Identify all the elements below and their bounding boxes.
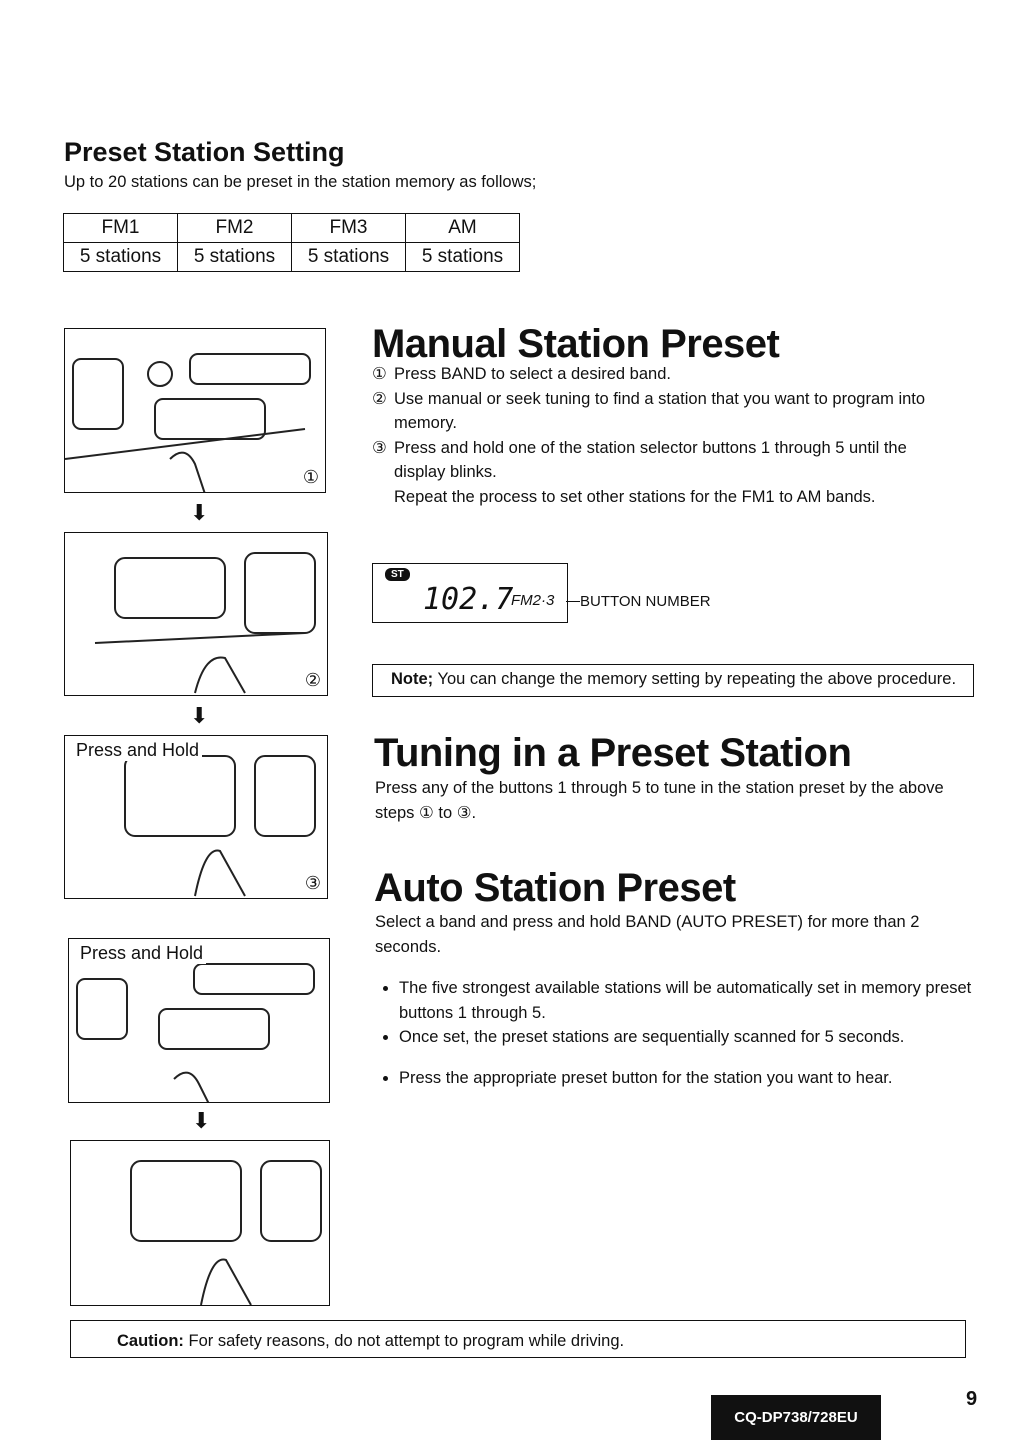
preset-setting-intro: Up to 20 stations can be preset in the s… <box>64 173 537 191</box>
down-arrow-icon: ⬇ <box>190 500 209 525</box>
table-header: FM1 <box>63 213 178 243</box>
table-header: FM3 <box>291 213 406 243</box>
note-label: Note; <box>391 670 434 688</box>
auto-preset-title: Auto Station Preset <box>374 866 736 910</box>
step-number: ① <box>302 467 319 487</box>
frequency-readout: 102.7 <box>423 582 514 617</box>
figure-auto-preset-buttons <box>70 1140 330 1306</box>
caution-text: For safety reasons, do not attempt to pr… <box>183 1332 625 1350</box>
table-header: AM <box>405 213 520 243</box>
figure-press-hold-preset: Press and Hold ③ <box>64 735 328 899</box>
band-readout: FM2·3 <box>511 592 555 609</box>
bullet-item: The five strongest available stations wi… <box>399 976 987 1025</box>
step-number: ③ <box>304 873 321 893</box>
step-1: ① Press BAND to select a desired band. <box>372 362 960 387</box>
bullet-item: Press the appropriate preset button for … <box>399 1066 987 1091</box>
caution-box: Caution: For safety reasons, do not atte… <box>70 1320 966 1358</box>
press-hold-label: Press and Hold <box>73 740 203 761</box>
step-2: ② Use manual or seek tuning to find a sta… <box>372 387 960 436</box>
leader-line <box>566 601 580 602</box>
note-box: Note; You can change the memory setting … <box>372 664 974 697</box>
caution-label: Caution: <box>117 1332 184 1350</box>
table-cell: 5 stations <box>177 242 292 272</box>
step-text: Press BAND to select a desired band. <box>394 365 671 383</box>
note-text: You can change the memory setting by rep… <box>433 670 957 688</box>
down-arrow-icon: ⬇ <box>190 703 209 728</box>
auto-text: Select a band and press and hold BAND (A… <box>375 913 920 956</box>
figure-tuning-buttons: ② <box>64 532 328 696</box>
tuning-text: Press any of the buttons 1 through 5 to … <box>375 779 944 822</box>
button-number-label: BUTTON NUMBER <box>580 593 711 610</box>
table-cell: 5 stations <box>405 242 520 272</box>
repeat-text: Repeat the process to set other stations… <box>394 487 876 506</box>
step-number: ① <box>372 365 387 383</box>
step-number: ② <box>372 389 387 408</box>
table-cell: 5 stations <box>291 242 406 272</box>
tuning-title: Tuning in a Preset Station <box>374 731 852 775</box>
lcd-display: ST 102.7 FM2·3 <box>372 563 568 623</box>
preset-table: FM1 FM2 FM3 AM 5 stations 5 stations 5 s… <box>63 213 520 272</box>
preset-setting-title: Preset Station Setting <box>64 137 345 167</box>
step-text: Press and hold one of the station select… <box>394 438 907 482</box>
page-number: 9 <box>966 1388 978 1410</box>
table-header-row: FM1 FM2 FM3 AM <box>63 213 520 243</box>
manual-preset-title: Manual Station Preset <box>372 322 780 366</box>
step-number: ③ <box>372 438 387 457</box>
table-row: 5 stations 5 stations 5 stations 5 stati… <box>63 242 520 272</box>
model-badge: CQ-DP738/728EU <box>711 1395 881 1440</box>
figure-band-button: ① <box>64 328 326 493</box>
press-hold-label: Press and Hold <box>77 943 207 964</box>
step-3: ③ Press and hold one of the station selec… <box>372 436 960 485</box>
table-cell: 5 stations <box>63 242 178 272</box>
st-indicator: ST <box>385 568 410 581</box>
step-text: Use manual or seek tuning to find a stat… <box>394 389 926 433</box>
table-header: FM2 <box>177 213 292 243</box>
figure-auto-preset-band: Press and Hold <box>68 938 330 1103</box>
auto-bullets: The five strongest available stations wi… <box>375 976 987 1090</box>
step-number: ② <box>304 670 321 690</box>
down-arrow-icon: ⬇ <box>192 1108 211 1133</box>
bullet-item: Once set, the preset stations are sequen… <box>399 1025 987 1050</box>
